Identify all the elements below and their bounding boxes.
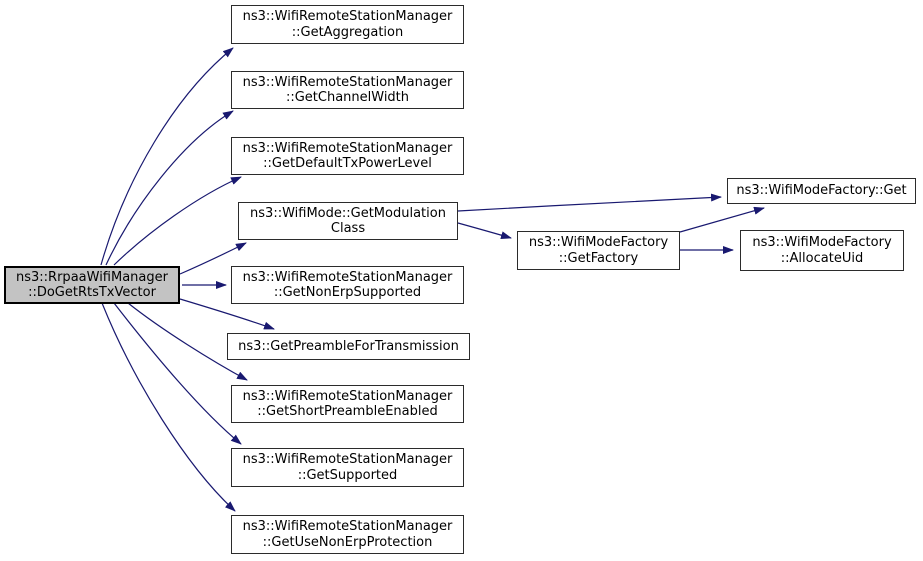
node-getusenonerpprotection[interactable]: ns3::WifiRemoteStationManager ::GetUseNo… — [231, 515, 464, 554]
node-dogetrtstxvector[interactable]: ns3::RrpaaWifiManager ::DoGetRtsTxVector — [4, 266, 180, 304]
node-getdefaulttxpowerlevel[interactable]: ns3::WifiRemoteStationManager ::GetDefau… — [231, 137, 464, 175]
node-getshortpreambleenabled[interactable]: ns3::WifiRemoteStationManager ::GetShort… — [231, 385, 464, 423]
node-getnonerpsupported[interactable]: ns3::WifiRemoteStationManager ::GetNonEr… — [231, 266, 464, 304]
edge-root-getaggregation — [100, 47, 234, 266]
node-wifimodefactory-allocateuid[interactable]: ns3::WifiModeFactory ::AllocateUid — [740, 230, 904, 271]
edge-root-getusenonerpprotection — [101, 302, 236, 512]
node-wifimodefactory-get[interactable]: ns3::WifiModeFactory::Get — [727, 178, 916, 204]
node-wifimodefactory-getfactory[interactable]: ns3::WifiModeFactory ::GetFactory — [517, 231, 680, 270]
node-getsupported[interactable]: ns3::WifiRemoteStationManager ::GetSuppo… — [231, 448, 464, 487]
edge-root-getchannelwidth — [105, 110, 234, 266]
edge-root-getsupported — [113, 302, 242, 445]
edge-getfactory-wifimodefactoryget — [679, 206, 765, 233]
node-getchannelwidth[interactable]: ns3::WifiRemoteStationManager ::GetChann… — [231, 71, 464, 109]
edge-root-getdefaulttxpowerlevel — [113, 176, 242, 266]
node-getpreamblefortransmission[interactable]: ns3::GetPreambleForTransmission — [227, 333, 470, 360]
node-getaggregation[interactable]: ns3::WifiRemoteStationManager ::GetAggre… — [231, 5, 464, 44]
edge-getmodulationclass-wifimodefactoryget — [457, 193, 722, 212]
edge-getmodulationclass-getfactory — [457, 222, 512, 240]
node-getmodulationclass[interactable]: ns3::WifiMode::GetModulation Class — [238, 202, 458, 240]
